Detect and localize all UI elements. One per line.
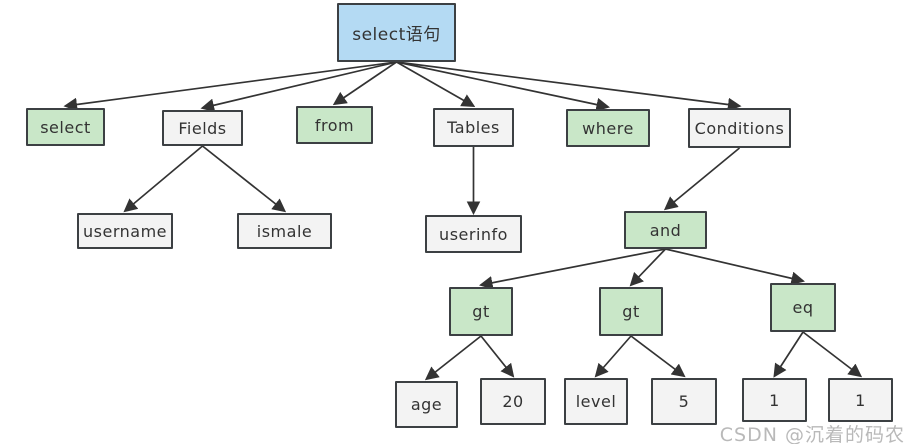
tree-node-label: Fields [178, 118, 227, 138]
tree-node-label: username [83, 221, 167, 241]
tree-node-one_a: 1 [742, 378, 807, 422]
tree-node-one_b: 1 [828, 378, 893, 422]
tree-node-where: where [566, 109, 650, 147]
edge-gt2-to-level [594, 335, 632, 378]
edge-and-to-gt2 [629, 248, 667, 287]
tree-node-label: userinfo [439, 224, 508, 244]
edge-root-to-from [332, 61, 397, 106]
tree-node-and: and [624, 211, 707, 249]
tree-node-label: from [314, 115, 355, 135]
tree-node-label: where [582, 118, 634, 138]
tree-node-label: ismale [256, 221, 313, 241]
tree-node-from: from [296, 106, 373, 144]
tree-node-num20: 20 [480, 378, 546, 425]
tree-node-label: 20 [502, 392, 524, 411]
tree-node-label: Conditions [694, 118, 785, 138]
tree-node-username: username [77, 213, 173, 249]
edge-eq-to-one_a [773, 331, 804, 378]
tree-node-num5: 5 [651, 378, 717, 425]
edge-root-to-fields [200, 61, 397, 112]
tree-node-label: Tables [447, 118, 500, 137]
tree-node-tables: Tables [433, 108, 514, 147]
tree-node-eq: eq [770, 283, 836, 332]
tree-node-label: gt [472, 302, 490, 321]
tree-node-ismale: ismale [237, 213, 332, 249]
tree-node-label: and [649, 220, 682, 240]
tree-node-select: select [26, 108, 105, 146]
tree-node-label: gt [622, 302, 640, 321]
tree-node-age: age [395, 381, 458, 428]
tree-node-gt1: gt [449, 287, 513, 336]
tree-node-conditions: Conditions [688, 108, 791, 148]
edge-conditions-to-and [663, 147, 741, 211]
edge-root-to-tables [396, 61, 476, 108]
tree-node-level: level [564, 378, 628, 425]
edge-root-to-select [63, 61, 397, 112]
edge-gt1-to-num20 [480, 335, 515, 378]
tree-node-gt2: gt [599, 287, 663, 336]
edge-eq-to-one_b [802, 331, 863, 378]
tree-node-label: 1 [855, 390, 866, 410]
tree-node-label: 5 [678, 392, 690, 411]
edge-root-to-where [396, 61, 610, 112]
tree-node-label: select [40, 117, 91, 137]
edge-gt2-to-num5 [630, 335, 686, 378]
tree-node-fields: Fields [162, 110, 243, 146]
tree-node-label: eq [792, 298, 814, 317]
tree-node-label: select语句 [352, 25, 441, 45]
tree-node-label: level [575, 392, 617, 411]
tree-node-root: select语句 [337, 3, 456, 62]
csdn-watermark: CSDN @沉着的码农 [719, 424, 905, 444]
edge-fields-to-username [123, 145, 204, 213]
edge-and-to-eq [665, 248, 805, 286]
tree-node-label: age [410, 395, 443, 414]
edge-root-to-conditions [396, 61, 742, 112]
edge-fields-to-ismale [201, 145, 287, 213]
tree-node-userinfo: userinfo [425, 215, 522, 253]
edge-gt1-to-age [424, 335, 482, 381]
edge-and-to-gt1 [478, 248, 666, 290]
tree-node-label: 1 [769, 390, 780, 410]
